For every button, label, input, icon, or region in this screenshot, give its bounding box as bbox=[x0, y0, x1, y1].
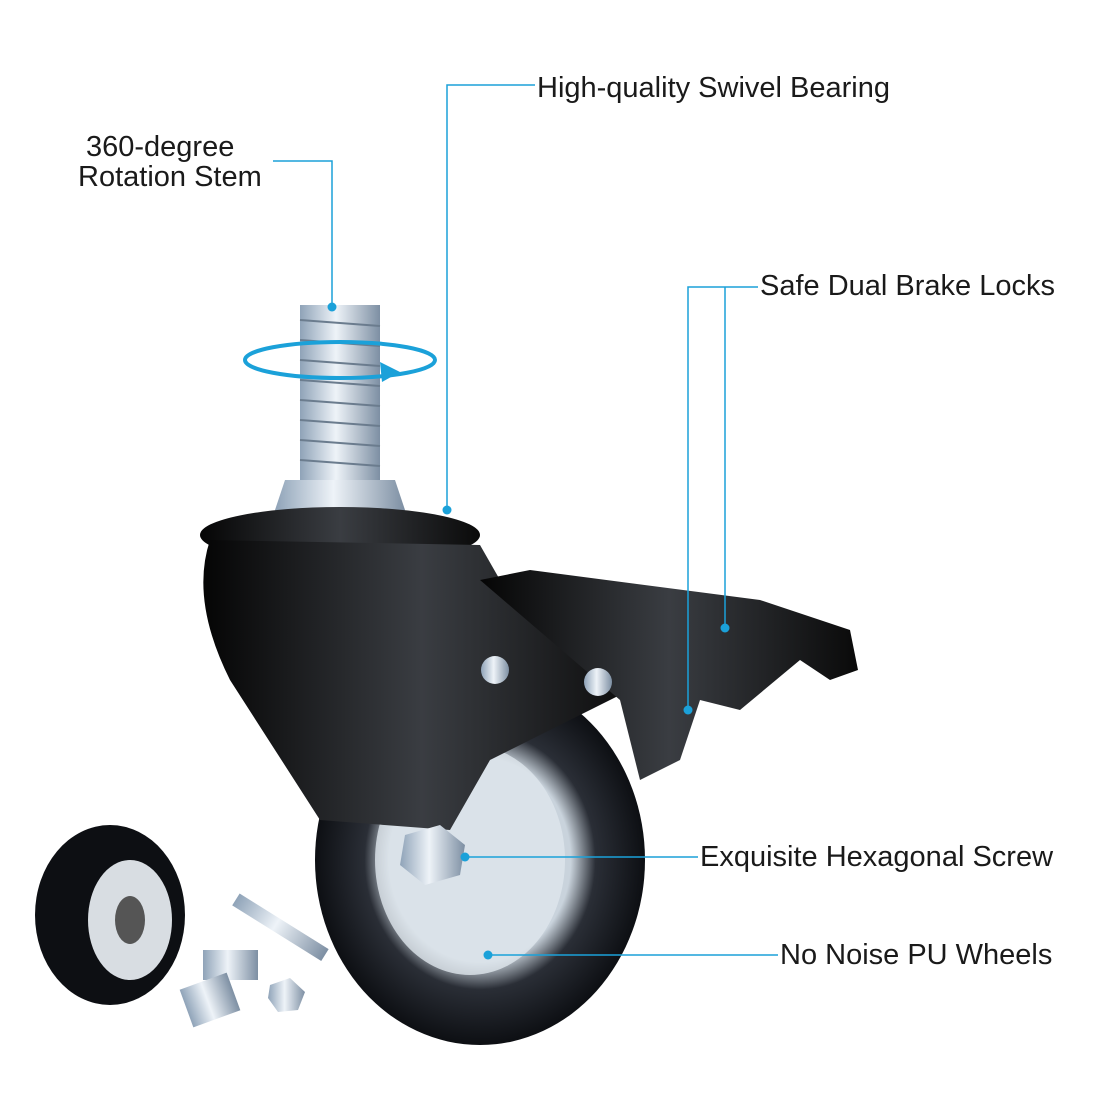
label-wheels: No Noise PU Wheels bbox=[780, 939, 1053, 971]
rotation-arrow-icon bbox=[243, 340, 437, 380]
label-bearing: High-quality Swivel Bearing bbox=[537, 72, 890, 104]
label-brake: Safe Dual Brake Locks bbox=[760, 270, 1055, 302]
brake-lever bbox=[480, 570, 858, 780]
leader-dots bbox=[327, 302, 730, 960]
rivet bbox=[481, 656, 509, 684]
label-stem-line2: Rotation Stem bbox=[78, 161, 262, 193]
label-stem-line1: 360-degree bbox=[86, 131, 235, 163]
hex-screw bbox=[400, 825, 465, 885]
spare-parts bbox=[35, 825, 329, 1028]
rivet bbox=[584, 668, 612, 696]
leader-lines bbox=[273, 84, 778, 956]
label-screw: Exquisite Hexagonal Screw bbox=[700, 841, 1054, 873]
threaded-stem bbox=[243, 305, 437, 530]
